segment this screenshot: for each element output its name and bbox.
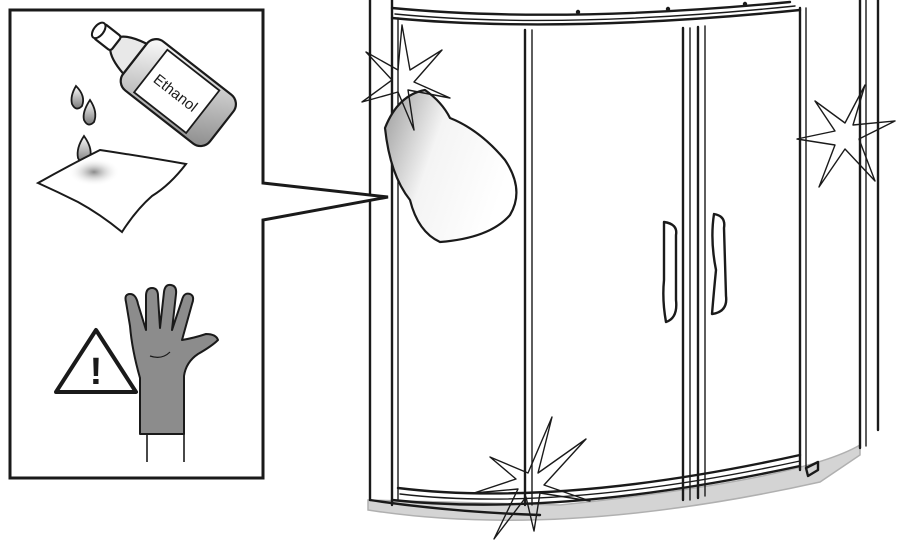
shower-enclosure xyxy=(368,0,878,520)
right-fixed-panel xyxy=(806,0,878,476)
left-fixed-panel xyxy=(370,0,540,515)
sparkle-right-icon xyxy=(797,85,895,187)
door-handles xyxy=(663,214,726,322)
sliding-doors xyxy=(392,8,806,505)
cleaning-cloth xyxy=(385,90,516,242)
warning-symbol: ! xyxy=(90,351,103,393)
top-rail xyxy=(392,2,800,25)
